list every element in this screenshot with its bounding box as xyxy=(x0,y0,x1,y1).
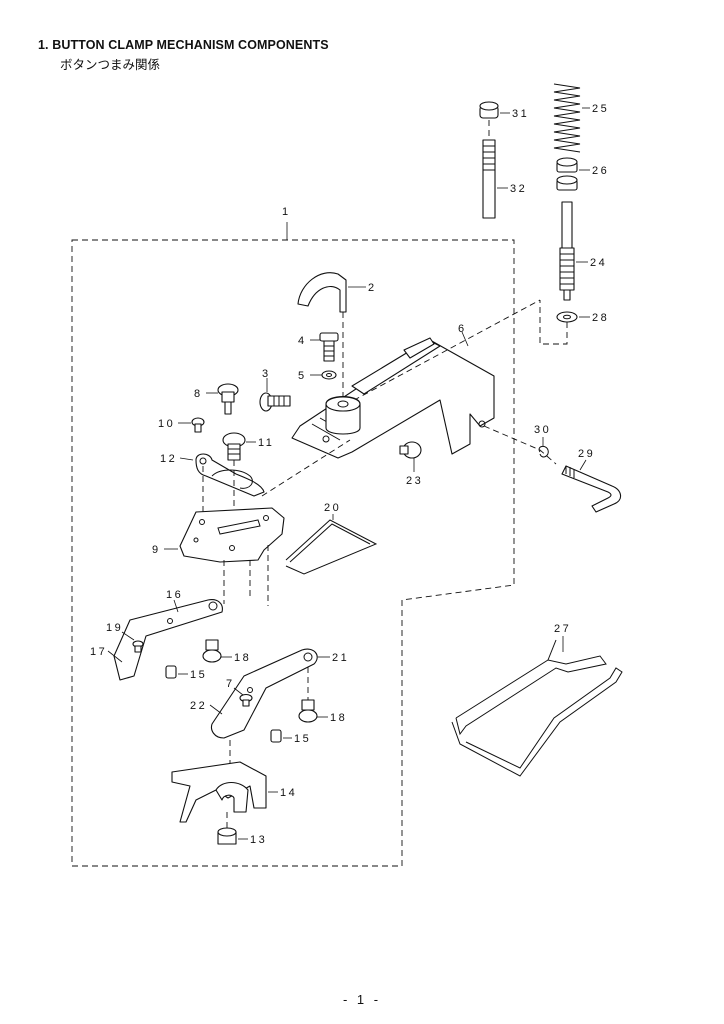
part-10-screw xyxy=(178,417,205,433)
part-8-knurled-screw xyxy=(206,383,239,415)
callout-6: 6 xyxy=(458,323,467,335)
callout-28: 28 xyxy=(592,312,609,324)
callout-15a: 15 xyxy=(190,669,207,681)
callout-26: 26 xyxy=(592,165,609,177)
callout-18a: 18 xyxy=(234,652,251,664)
callout-18b: 18 xyxy=(330,712,347,724)
part-21-link-arm xyxy=(210,648,330,739)
leader-p22 xyxy=(209,704,223,715)
part-14-bracket xyxy=(171,761,278,823)
callout-19: 19 xyxy=(106,622,123,634)
callout-5: 5 xyxy=(298,370,307,382)
page-subtitle: ボタンつまみ関係 xyxy=(60,57,161,72)
part-27-wire-frame xyxy=(451,636,623,777)
part-9-clamp-plate xyxy=(164,507,285,606)
part-13-nut xyxy=(217,812,248,845)
part-18-pin-left xyxy=(202,639,232,663)
callout-16: 16 xyxy=(166,589,183,601)
part-25-spring xyxy=(553,83,590,153)
callout-8: 8 xyxy=(194,388,203,400)
part-20-wire-spring xyxy=(285,514,378,575)
part-16-link-arm xyxy=(113,599,223,681)
part-5-washer xyxy=(310,370,337,380)
clamp-pivot-boss xyxy=(325,395,361,435)
callout-1: 1 xyxy=(282,206,291,218)
callout-22: 22 xyxy=(190,700,207,712)
callout-25: 25 xyxy=(592,103,609,115)
part-2-hook xyxy=(297,272,366,400)
part-15-collar-left xyxy=(165,665,188,679)
callout-13: 13 xyxy=(250,834,267,846)
callout-30: 30 xyxy=(534,424,551,436)
callout-21: 21 xyxy=(332,652,349,664)
callout-27: 27 xyxy=(554,623,571,635)
callout-32: 32 xyxy=(510,183,527,195)
callout-10: 10 xyxy=(158,418,175,430)
callout-20: 20 xyxy=(324,502,341,514)
part-30-retaining-ring xyxy=(538,437,549,458)
callout-9: 9 xyxy=(152,544,161,556)
part-18-pin-right xyxy=(298,699,328,723)
callout-12: 12 xyxy=(160,453,177,465)
callout-2: 2 xyxy=(368,282,377,294)
callout-31: 31 xyxy=(512,108,529,120)
part-31-cap-nut xyxy=(479,101,510,119)
part-11-knob xyxy=(222,432,256,461)
part-4-screw xyxy=(310,332,339,362)
callout-3: 3 xyxy=(262,368,271,380)
assembly-boundary xyxy=(71,239,515,867)
callout-23: 23 xyxy=(406,475,423,487)
part-6-clamp-arm xyxy=(291,299,557,465)
part-15-collar-right xyxy=(270,729,292,743)
part-32-rod xyxy=(482,120,508,219)
part-24-shaft xyxy=(559,201,588,301)
callout-29: 29 xyxy=(578,448,595,460)
leader-p17 xyxy=(107,650,123,663)
part-7-screw xyxy=(233,687,253,707)
page-number: - 1 - xyxy=(342,992,382,1007)
page-title: 1. BUTTON CLAMP MECHANISM COMPONENTS xyxy=(38,38,329,52)
callout-24: 24 xyxy=(590,257,607,269)
callout-4: 4 xyxy=(298,335,307,347)
part-29-bent-pin xyxy=(561,459,622,513)
part-26-nut xyxy=(556,157,590,191)
callout-11: 11 xyxy=(258,437,274,449)
part-28-washer xyxy=(539,300,590,345)
part-19-screw xyxy=(121,631,144,653)
callout-15b: 15 xyxy=(294,733,311,745)
callout-14: 14 xyxy=(280,787,297,799)
callout-7: 7 xyxy=(226,678,235,690)
part-23-screw xyxy=(399,441,422,472)
part-3-shoulder-screw xyxy=(259,378,291,412)
callout-17: 17 xyxy=(90,646,107,658)
